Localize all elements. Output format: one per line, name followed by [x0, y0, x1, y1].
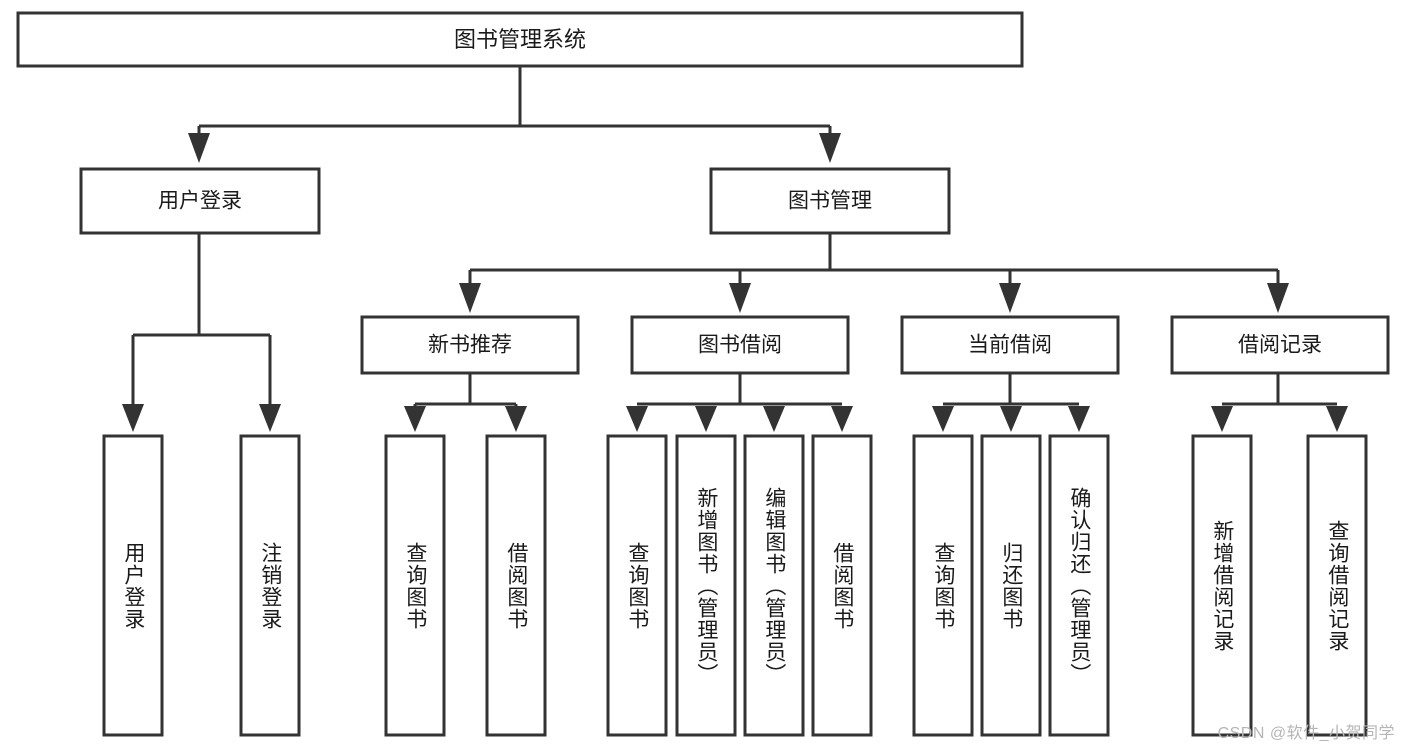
- node-book-borrow-box[interactable]: [630, 315, 850, 375]
- connector-group-root: [188, 66, 841, 163]
- node-new-book-rec[interactable]: 新书推荐: [360, 315, 580, 375]
- leaf-borrow-book-rec-box[interactable]: [485, 434, 547, 737]
- leaf-query-book-borrow-box[interactable]: [606, 434, 668, 737]
- leaf-query-book-rec-box[interactable]: [384, 434, 446, 737]
- node-current-borrow-label: 当前借阅: [968, 334, 1052, 357]
- node-book-manage-box[interactable]: [709, 167, 951, 235]
- arrow-head-leaf-add-book: [695, 406, 717, 432]
- node-root[interactable]: 图书管理系统: [16, 11, 1024, 68]
- arrow-head-leaf-query-book-borrow: [626, 406, 648, 432]
- node-new-book-rec-label: 新书推荐: [428, 334, 512, 357]
- arrow-head-leaf-confirm-return: [1068, 406, 1090, 432]
- leaf-confirm-return-box[interactable]: [1048, 434, 1110, 737]
- leaf-return-book-box[interactable]: [980, 434, 1042, 737]
- arrow-head-borrow-record: [1267, 283, 1289, 313]
- arrow-head-leaf-borrow-book-rec: [505, 406, 527, 432]
- arrow-head-leaf-user-login: [122, 404, 144, 432]
- arrow-head-new-book-rec: [459, 283, 481, 313]
- node-borrow-record[interactable]: 借阅记录: [1170, 315, 1390, 375]
- node-borrow-record-label: 借阅记录: [1238, 334, 1322, 357]
- node-current-borrow-box[interactable]: [900, 315, 1120, 375]
- arrow-head-leaf-edit-book: [763, 406, 785, 432]
- node-user-login[interactable]: 用户登录: [79, 167, 321, 235]
- leaf-boxes: [102, 434, 1368, 737]
- connector-group-borrow-record: [1211, 373, 1348, 432]
- connector-group-book-manage: [459, 233, 1289, 313]
- leaf-user-logout-box[interactable]: [239, 434, 301, 737]
- arrow-head-book-manage: [819, 133, 841, 163]
- arrow-head-leaf-borrow-book: [831, 406, 853, 432]
- leaf-query-record-box[interactable]: [1306, 434, 1368, 737]
- leaf-query-book-current-box[interactable]: [912, 434, 974, 737]
- node-book-manage-label: 图书管理: [788, 190, 872, 213]
- node-book-manage[interactable]: 图书管理: [709, 167, 951, 235]
- leaf-borrow-book-box[interactable]: [811, 434, 873, 737]
- node-book-borrow[interactable]: 图书借阅: [630, 315, 850, 375]
- node-user-login-label: 用户登录: [158, 190, 242, 213]
- connector-group-user-login: [122, 233, 281, 432]
- arrow-head-leaf-add-record: [1211, 406, 1233, 432]
- csdn-watermark: CSDN @软件_小贺同学: [1217, 725, 1395, 742]
- leaf-user-login-box[interactable]: [102, 434, 164, 737]
- connector-group-new-book-rec: [404, 373, 527, 432]
- node-root-box[interactable]: [16, 11, 1024, 68]
- arrow-head-leaf-user-logout: [259, 404, 281, 432]
- arrow-head-user-login: [188, 133, 210, 163]
- leaf-add-record-box[interactable]: [1191, 434, 1253, 737]
- leaf-edit-book-box[interactable]: [743, 434, 805, 737]
- arrow-head-leaf-query-record: [1326, 406, 1348, 432]
- node-user-login-box[interactable]: [79, 167, 321, 235]
- leaf-add-book-box[interactable]: [675, 434, 737, 737]
- node-book-borrow-label: 图书借阅: [698, 334, 782, 357]
- arrow-head-leaf-return-book: [1000, 406, 1022, 432]
- node-borrow-record-box[interactable]: [1170, 315, 1390, 375]
- node-current-borrow[interactable]: 当前借阅: [900, 315, 1120, 375]
- connector-group-current-borrow: [932, 373, 1090, 432]
- arrow-head-book-borrow: [729, 283, 751, 313]
- node-root-label: 图书管理系统: [454, 27, 586, 52]
- arrow-head-leaf-query-book-current: [932, 406, 954, 432]
- connector-group-book-borrow: [626, 373, 853, 432]
- node-new-book-rec-box[interactable]: [360, 315, 580, 375]
- arrow-head-current-borrow: [999, 283, 1021, 313]
- arrow-head-leaf-query-book-rec: [404, 406, 426, 432]
